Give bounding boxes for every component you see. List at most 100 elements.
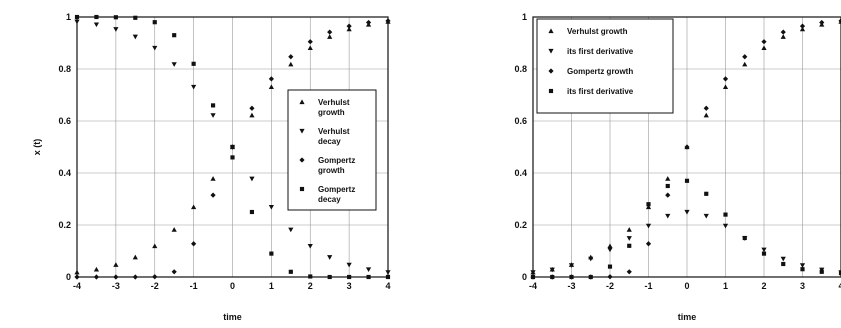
x-tick-label: -1	[190, 281, 198, 291]
data-point	[703, 105, 709, 111]
x-tick-label: 4	[385, 281, 390, 291]
y-axis-label: x (t)	[32, 139, 42, 156]
y-tick-label: 0.4	[58, 168, 71, 178]
data-point	[307, 243, 313, 249]
y-tick-label: 0	[522, 272, 527, 282]
plot-frame	[76, 16, 389, 278]
data-point	[761, 247, 767, 253]
data-point	[327, 274, 332, 280]
data-point	[780, 29, 786, 35]
x-tick-label: 2	[761, 281, 766, 291]
data-point	[269, 251, 274, 256]
data-point	[152, 274, 158, 280]
data-point	[74, 274, 80, 280]
data-point	[93, 274, 100, 280]
legend-marker	[548, 48, 554, 54]
data-point	[626, 269, 632, 275]
y-tick-label: 1	[522, 12, 527, 22]
data-point	[646, 202, 651, 207]
data-point	[703, 112, 709, 118]
data-point	[780, 34, 786, 39]
data-point	[684, 209, 690, 215]
data-point	[268, 204, 274, 210]
series-4	[74, 14, 391, 280]
data-point	[366, 274, 371, 280]
data-point	[627, 243, 632, 248]
data-point	[781, 261, 786, 267]
data-point	[307, 45, 313, 51]
series-2	[530, 209, 841, 275]
data-point	[327, 255, 333, 260]
data-point	[838, 18, 841, 24]
data-point	[665, 213, 671, 219]
data-point	[645, 241, 652, 247]
data-point	[171, 62, 177, 67]
y-tick-label: 0.2	[514, 220, 527, 230]
legend-label: growth	[318, 108, 345, 117]
x-tick-label: -3	[567, 281, 575, 291]
legend-label: Gompertz	[318, 156, 355, 165]
data-point	[94, 14, 99, 20]
y-tick-label: 0.2	[58, 220, 71, 230]
series-4	[530, 178, 841, 280]
x-tick-label: -2	[606, 281, 614, 291]
y-tick-label: 0.6	[514, 116, 527, 126]
data-point	[346, 26, 352, 32]
data-point	[113, 262, 119, 267]
data-point	[346, 262, 352, 268]
y-tick-label: 0.8	[58, 64, 71, 74]
data-point	[132, 254, 138, 260]
data-point	[307, 39, 313, 45]
data-point	[172, 33, 177, 38]
data-point	[568, 263, 575, 268]
data-point	[742, 54, 748, 60]
data-point	[288, 61, 294, 67]
x-tick-label: 0	[684, 281, 689, 291]
data-point	[191, 61, 196, 66]
data-point	[799, 26, 806, 32]
data-point	[385, 18, 391, 24]
data-point	[152, 243, 158, 249]
data-point	[607, 247, 613, 253]
data-point	[799, 263, 806, 268]
data-point	[93, 266, 100, 272]
data-point	[288, 269, 293, 274]
data-point	[113, 274, 119, 280]
legend-marker	[299, 157, 305, 163]
x-tick-label: 1	[269, 281, 274, 291]
data-point	[365, 19, 372, 26]
data-point	[210, 176, 216, 181]
data-point	[191, 204, 197, 210]
x-axis-label: time	[223, 312, 242, 322]
data-point	[742, 235, 747, 241]
data-point	[530, 270, 536, 275]
legend-marker	[548, 68, 554, 74]
data-point	[550, 274, 555, 280]
x-tick-label: -3	[112, 281, 120, 291]
data-point	[308, 274, 313, 279]
data-point	[569, 274, 574, 280]
data-point	[645, 204, 652, 210]
x-tick-label: 0	[230, 281, 235, 291]
data-point	[722, 76, 729, 82]
data-point	[588, 256, 594, 262]
data-point	[171, 269, 177, 275]
data-point	[385, 270, 391, 275]
legend-label: Verhulst growth	[567, 27, 628, 36]
x-tick-label: 4	[838, 281, 841, 291]
data-point	[132, 274, 138, 280]
data-point	[780, 256, 786, 262]
data-point	[385, 274, 391, 280]
x-tick-label: -1	[644, 281, 652, 291]
legend-marker	[299, 99, 305, 105]
data-point	[549, 267, 555, 273]
data-point	[249, 209, 255, 215]
legend-label: Gompertz	[318, 185, 355, 194]
legend-marker	[299, 186, 305, 192]
legend-label: its first derivative	[567, 87, 634, 96]
data-point	[704, 191, 709, 196]
data-point	[684, 178, 690, 183]
data-point	[249, 176, 255, 182]
chart-panel-2: -4-3-2-10123400.20.40.60.81timeVerhulst …	[514, 12, 841, 322]
data-point	[229, 144, 236, 150]
